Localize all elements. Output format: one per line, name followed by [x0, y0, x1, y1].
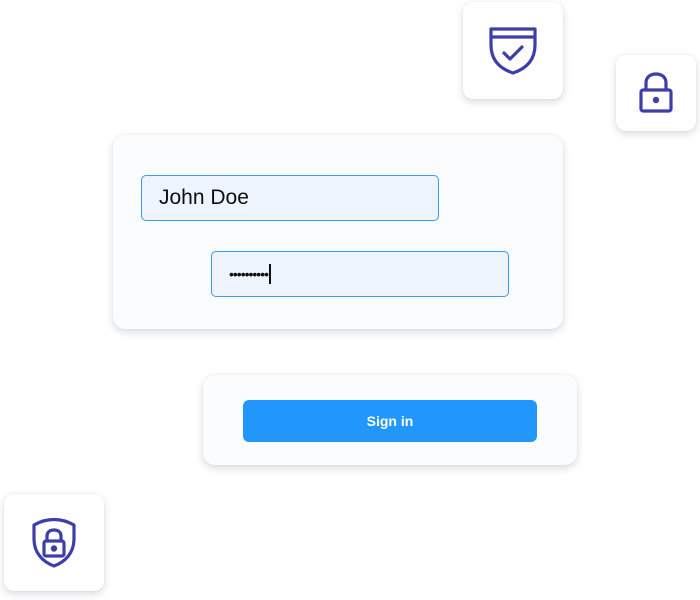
padlock-icon — [638, 72, 674, 114]
shield-lock-card — [4, 494, 104, 591]
text-caret — [269, 264, 272, 284]
shield-check-icon — [487, 25, 539, 77]
sign-in-label: Sign in — [366, 413, 414, 429]
password-input[interactable]: •••••••••• — [211, 251, 509, 297]
username-value: John Doe — [159, 186, 249, 209]
password-value: •••••••••• — [229, 266, 269, 282]
padlock-card — [616, 55, 696, 131]
shield-check-card — [463, 2, 563, 99]
username-input[interactable]: John Doe — [141, 175, 439, 221]
sign-in-button[interactable]: Sign in — [243, 400, 537, 442]
credentials-card — [113, 135, 563, 329]
shield-lock-icon — [31, 517, 77, 569]
